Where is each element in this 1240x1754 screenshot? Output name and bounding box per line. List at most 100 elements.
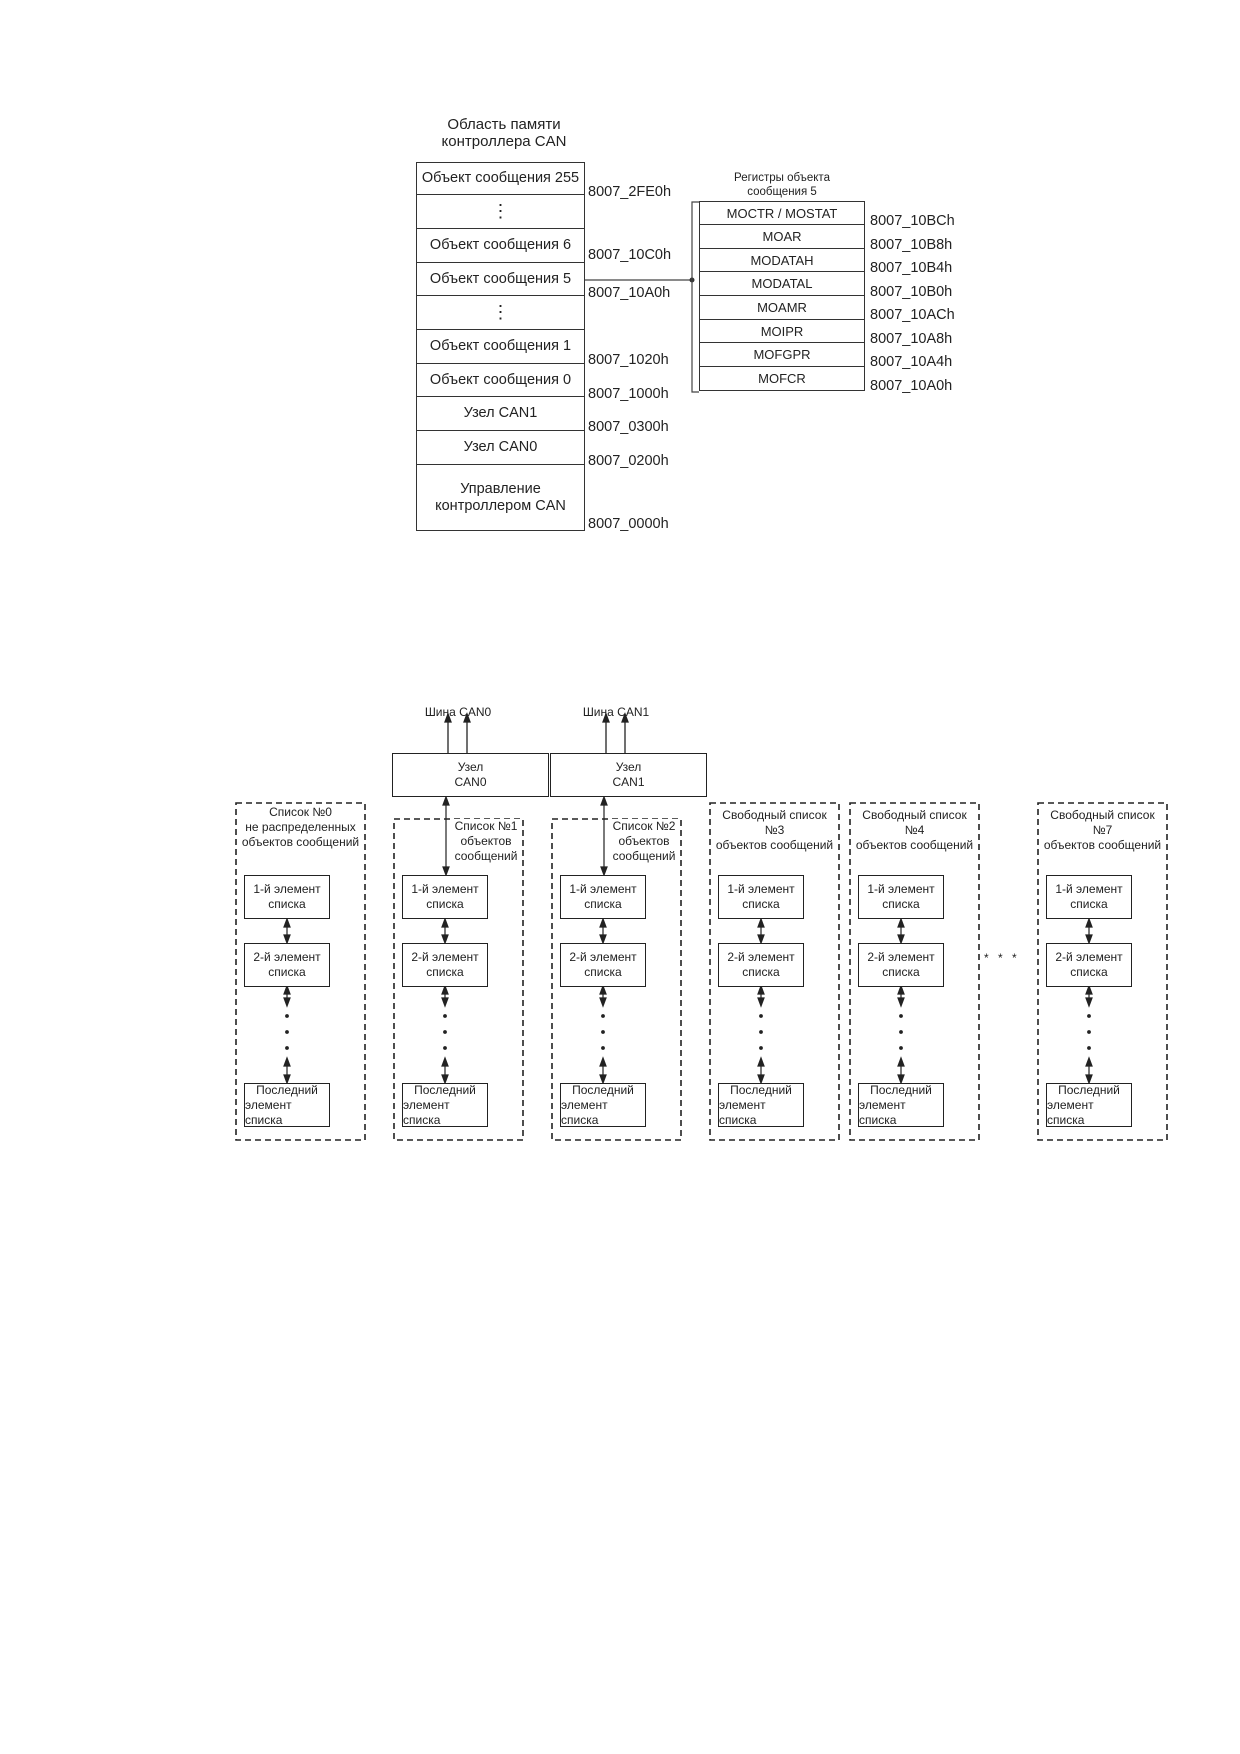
element-label-line: списка (1070, 897, 1108, 911)
list-1-arrowhead (441, 997, 449, 1008)
list-1-title: Список №1 объектов сообщений (452, 819, 520, 864)
list-3-arrowhead (757, 984, 765, 995)
list-2-title: Список №2 объектов сообщений (610, 819, 678, 864)
mem-address: 8007_1020h (588, 352, 669, 368)
element-label-line: 1-й элемент (253, 882, 321, 896)
list-1-chain-dot (443, 1014, 447, 1018)
mem-address: 8007_0000h (588, 516, 669, 532)
list-4-arrowhead (897, 934, 905, 945)
register-address: 8007_10A8h (870, 331, 953, 347)
list-4-arrowhead (897, 1056, 905, 1067)
mem-address: 8007_10A0h (588, 285, 671, 301)
list-1-arrowhead (441, 1056, 449, 1067)
element-label-line: 2-й элемент (727, 950, 795, 964)
list-3-chain-dot (759, 1046, 763, 1050)
register-address: 8007_10ACh (870, 307, 955, 323)
node-can0-line-2: CAN0 (454, 775, 487, 789)
mem-cell-node-can1: Узел CAN1 (416, 397, 585, 431)
list-2-arrowhead (599, 1056, 607, 1067)
memory-map-title: Область памяти контроллера CAN (424, 116, 584, 150)
element-label-line: элемент списка (403, 1097, 450, 1127)
register-address: 8007_10B0h (870, 284, 953, 300)
element-label-line: элемент списка (561, 1097, 608, 1127)
list-1-title-line: сообщений (454, 849, 518, 863)
list-1-arrowhead (441, 917, 449, 928)
element-label-line: 2-й элемент (867, 950, 935, 964)
mem-cell-object-255: Объект сообщения 255 (416, 162, 585, 195)
list-1-chain-dot (443, 1046, 447, 1050)
list-2-title-line: объектов (618, 834, 670, 848)
register-mofgpr: MOFGPR (699, 343, 865, 367)
list-4-arrowhead (897, 917, 905, 928)
element-label-line: списка (268, 897, 306, 911)
register-modatah: MODATAH (699, 249, 865, 272)
list-frame-0 (235, 802, 366, 1141)
element-label-line: Последний (256, 1082, 318, 1097)
register-mofcr: MOFCR (699, 367, 865, 391)
element-label-line: 1-й элемент (411, 882, 479, 896)
list-1-arrowhead (441, 984, 449, 995)
mem-address: 8007_2FE0h (588, 184, 672, 200)
list-2-arrowhead (599, 934, 607, 945)
mem-cell-ellipsis-2: ⋮ (416, 296, 585, 330)
list-2-title-line: сообщений (612, 849, 676, 863)
mem-cell-object-6: Объект сообщения 6 (416, 229, 585, 263)
list-2-arrowhead (599, 984, 607, 995)
list-1-arrowhead (441, 934, 449, 945)
list-0-chain-dot (285, 1014, 289, 1018)
list-7-chain-dot (1087, 1014, 1091, 1018)
register-address: 8007_10A4h (870, 354, 953, 370)
list-0-chain-dot (285, 1030, 289, 1034)
list-0-arrowhead (283, 997, 291, 1008)
list-4-chain-dot (899, 1030, 903, 1034)
list-2-chain-dot (601, 1030, 605, 1034)
list-4-title-line: объектов сообщений (855, 838, 974, 852)
list-3-arrowhead (757, 1074, 765, 1085)
mem-address: 8007_0200h (588, 453, 669, 469)
list-7-title-line: Свободный список №7 (1050, 808, 1155, 837)
register-modatal: MODATAL (699, 272, 865, 296)
list-0-title-line: объектов сообщений (241, 835, 360, 849)
mem-cell-node-can0: Узел CAN0 (416, 431, 585, 465)
list-7-title-line: объектов сообщений (1043, 838, 1162, 852)
list-4-chain-dot (899, 1014, 903, 1018)
list-0-title-line: Список №0 (269, 805, 332, 819)
register-bracket (691, 201, 699, 393)
element-label-line: списка (584, 965, 622, 979)
list-4-arrowhead (897, 1074, 905, 1085)
mem-cell-object-0: Объект сообщения 0 (416, 364, 585, 397)
list-frame-4 (849, 802, 980, 1141)
list-3-title: Свободный список №3 объектов сообщений (711, 808, 838, 853)
element-label-line: Последний (572, 1082, 634, 1097)
element-label-line: 2-й элемент (411, 950, 479, 964)
node-can1: Узел CAN1 (550, 753, 707, 797)
list-1-chain-dot (443, 1030, 447, 1034)
list-2-arrowhead (599, 997, 607, 1008)
list-3-chain-dot (759, 1030, 763, 1034)
register-title-line-1: Регистры объекта (734, 172, 830, 184)
node-can1-line-2: CAN1 (612, 775, 645, 789)
register-moctr: MOCTR / MOSTAT (699, 201, 865, 225)
register-address: 8007_10BCh (870, 213, 955, 229)
list-0-arrowhead (283, 917, 291, 928)
mem-address: 8007_0300h (588, 419, 669, 435)
element-label-line: 1-й элемент (569, 882, 637, 896)
list-7-arrowhead (1085, 1056, 1093, 1067)
list-2-title-line: Список №2 (612, 819, 676, 833)
list-3-chain-dot (759, 1014, 763, 1018)
list-1-title-line: Список №1 (454, 819, 518, 833)
list-3-title-line: Свободный список №3 (722, 808, 827, 837)
